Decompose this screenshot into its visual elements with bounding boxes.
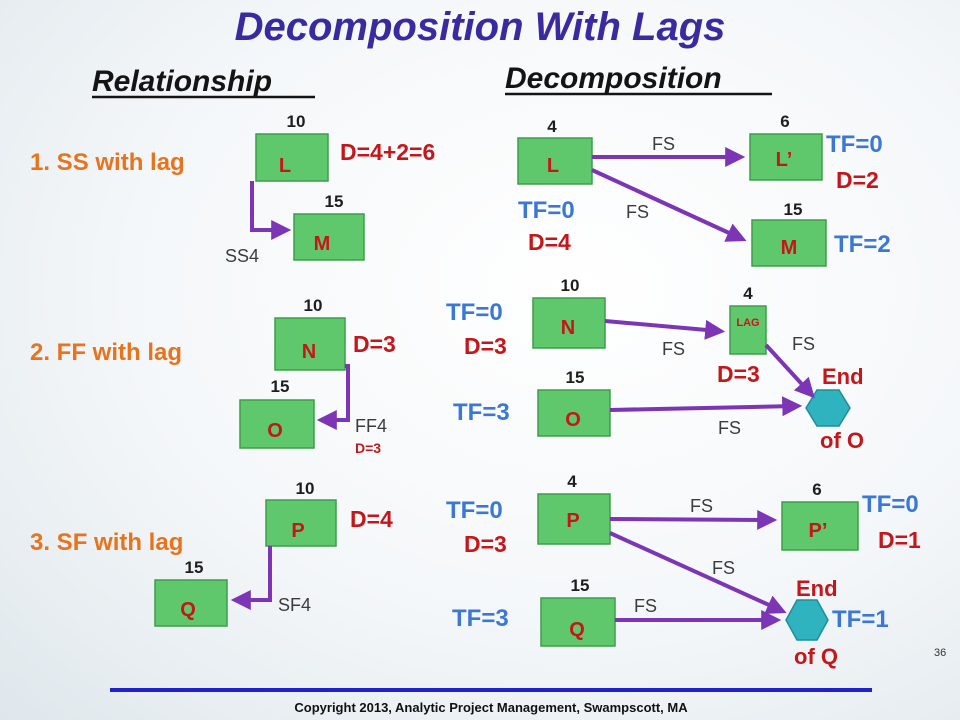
dec-n-to-lag-arrow [604,319,726,340]
slide-title: Decomposition With Lags [235,5,726,49]
rel-activity-n [274,317,346,371]
dec-ss-fs-label-1: FS [652,134,675,154]
dec-p-duration: 4 [567,472,577,491]
dec-q-duration: 15 [571,576,590,595]
rel-activity-m [293,213,365,261]
dec-n-d: D=3 [464,333,507,359]
rel-o-duration: 15 [271,377,290,396]
dec-lag-to-end-arrow [764,343,815,399]
dec-activity-p [537,493,611,545]
dec-ff-fs-label-2: FS [792,334,815,354]
dec-activity-o [537,389,611,437]
dec-n-duration: 10 [561,276,580,295]
copyright-notice: Copyright 2013, Analytic Project Managem… [294,700,688,715]
end-of-q-label-2: of Q [794,644,838,669]
dec-l-to-m-arrow [591,168,747,242]
dec-q-tf: TF=3 [452,605,509,632]
dec-ff-fs-label-1: FS [662,339,685,359]
end-of-q-label-1: End [796,576,838,601]
dec-pp-tf: TF=0 [862,491,919,518]
dec-activity-m [751,219,827,267]
ss-with-lag-label: 1. SS with lag [30,149,185,176]
rel-activity-l [255,133,329,182]
dec-activity-pp-label: P’ [809,520,828,542]
dec-lp-duration: 6 [780,112,789,131]
end-of-o-node [805,389,851,427]
dec-activity-q-label: Q [569,619,585,641]
dec-activity-l-label: L [547,155,559,177]
dec-lag-box [729,305,767,355]
sf-with-lag-label: 3. SF with lag [30,529,183,556]
dec-p-d: D=3 [464,531,507,557]
ff-with-lag-label: 2. FF with lag [30,339,182,366]
dec-lag-label: LAG [736,317,759,329]
end-of-o-label-2: of O [820,428,864,453]
sf-formula: D=4 [350,506,393,532]
ss-link-arrow [250,181,292,240]
rel-activity-m-label: M [314,233,331,255]
rel-activity-l-label: L [279,155,291,177]
dec-activity-lp [749,133,823,181]
dec-activity-pp [781,501,859,551]
dec-lag-d: D=3 [717,361,760,387]
dec-l-duration: 4 [547,117,557,136]
dec-sf-fs-label-2: FS [712,558,735,578]
dec-n-tf: TF=0 [446,299,503,326]
sf-link-arrow [230,546,272,610]
dec-activity-m-label: M [781,237,798,259]
end-of-q-tf: TF=1 [832,606,889,633]
dec-p-to-pp-arrow [609,509,778,530]
dec-p-tf: TF=0 [446,497,503,524]
end-of-q-node [785,599,829,641]
relationship-heading: Relationship [92,65,272,98]
rel-m-duration: 15 [325,192,344,211]
page-number: 36 [934,647,946,659]
dec-lp-tf: TF=0 [826,131,883,158]
ff-link-label: FF4 [355,416,387,436]
rel-activity-n-label: N [302,341,316,363]
dec-lp-d: D=2 [836,167,879,193]
ff-formula: D=3 [353,331,396,357]
dec-m-duration: 15 [784,200,803,219]
dec-sf-fs-label-1: FS [690,496,713,516]
rel-activity-q-label: Q [180,599,196,621]
rel-activity-q [154,579,228,627]
dec-activity-n [532,297,606,349]
dec-l-tf: TF=0 [518,197,575,224]
ss-formula: D=4+2=6 [340,139,435,165]
dec-activity-l [517,137,593,185]
dec-pp-duration: 6 [812,480,821,499]
dec-l-d: D=4 [528,229,571,255]
dec-o-to-end-arrow [609,396,803,417]
dec-p-to-end-arrow [609,531,787,614]
dec-pp-d: D=1 [878,527,921,553]
rel-activity-o [239,399,315,449]
ss-link-label: SS4 [225,246,259,266]
rel-l-duration: 10 [287,112,306,131]
dec-ss-fs-label-2: FS [626,202,649,222]
rel-p-duration: 10 [296,479,315,498]
dec-activity-o-label: O [565,409,581,431]
dec-activity-lp-label: L’ [776,149,793,171]
dec-activity-q [540,597,616,647]
sf-link-label: SF4 [278,595,311,615]
end-of-o-label-1: End [822,364,864,389]
dec-o-duration: 15 [566,368,585,387]
rel-q-duration: 15 [185,558,204,577]
ff-link-arrow [316,364,350,430]
dec-activity-n-label: N [561,317,575,339]
dec-lag-duration: 4 [743,284,753,303]
dec-o-tf: TF=3 [453,399,510,426]
rel-activity-p-label: P [291,520,304,542]
rel-activity-p [265,499,337,547]
dec-m-tf: TF=2 [834,231,891,258]
rel-n-duration: 10 [304,296,323,315]
dec-sf-fs-label-3: FS [634,596,657,616]
dec-ff-fs-label-3: FS [718,418,741,438]
ff-lag-duration: D=3 [355,440,381,456]
decomposition-heading: Decomposition [505,62,722,95]
rel-activity-o-label: O [267,420,283,442]
dec-activity-p-label: P [566,510,579,532]
